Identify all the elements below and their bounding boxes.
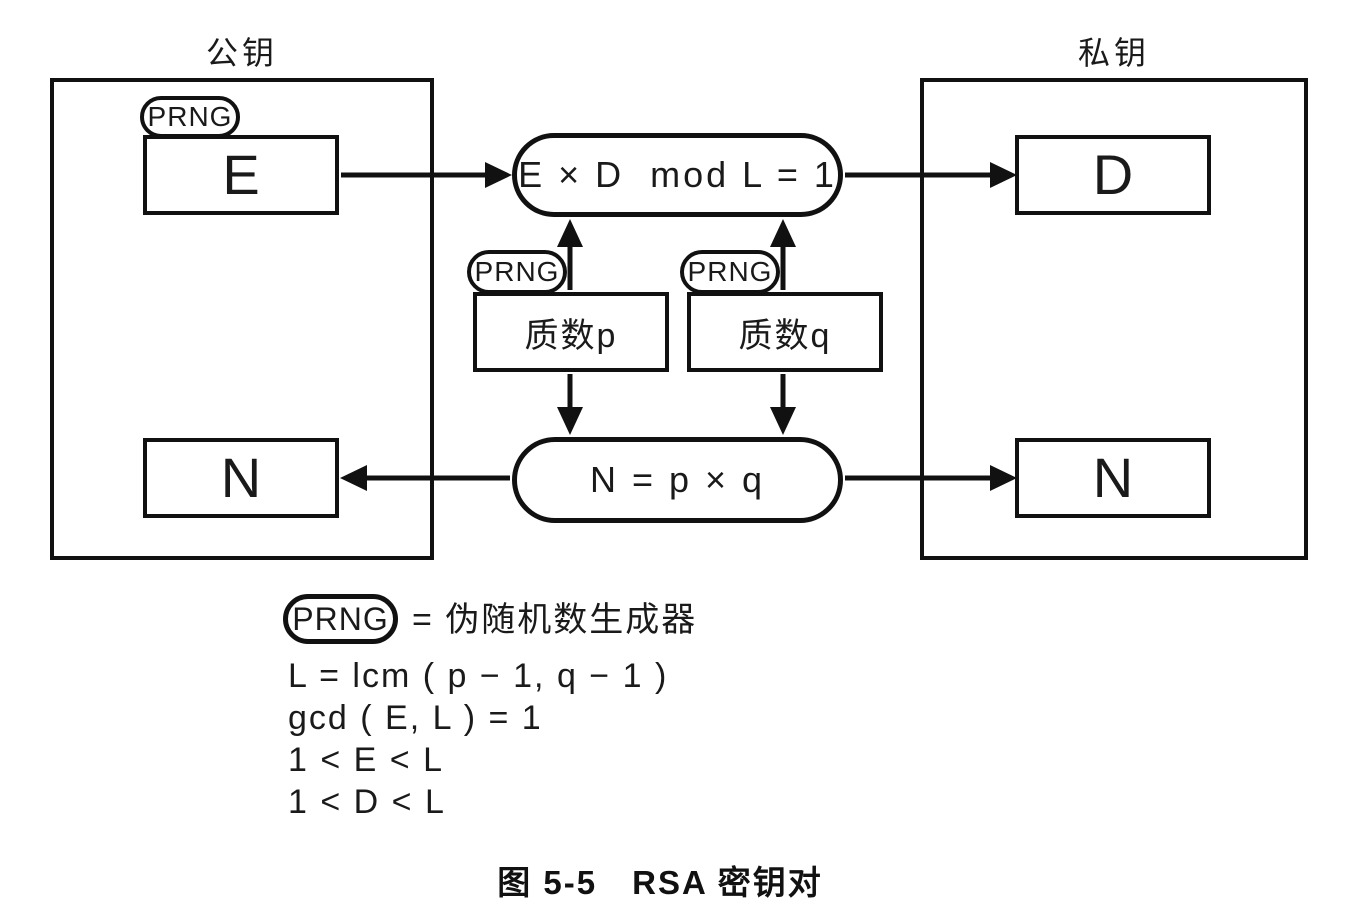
figure-caption: 图 5-5 RSA 密钥对: [497, 864, 823, 901]
prng-badge-q: PRNG: [680, 250, 780, 294]
legend-prng-definition: = 伪随机数生成器: [412, 601, 698, 639]
public-key-title: 公钥: [205, 35, 278, 71]
private-key-title: 私钥: [1077, 35, 1150, 71]
equation-exd-pill: E × D mod L = 1: [512, 133, 843, 217]
arrow-prime-q-down: [770, 374, 796, 435]
legend-line-lcm: L = lcm ( p − 1, q − 1 ): [288, 657, 669, 695]
prng-badge-p: PRNG: [467, 250, 567, 294]
public-n-label: N: [220, 446, 262, 509]
public-n-box: N: [143, 438, 339, 518]
equation-exd-text: E × D mod L = 1: [518, 154, 837, 195]
prng-badge-legend: PRNG: [283, 594, 398, 644]
private-d-box: D: [1015, 135, 1211, 215]
prime-p-box: 质数p: [473, 292, 669, 372]
equation-npq-pill: N = p × q: [512, 437, 843, 523]
prime-q-label: 质数q: [738, 316, 832, 355]
prime-q-box: 质数q: [687, 292, 883, 372]
private-n-box: N: [1015, 438, 1211, 518]
private-n-label: N: [1092, 446, 1134, 509]
public-e-label: E: [222, 143, 260, 206]
prng-badge-e: PRNG: [140, 96, 240, 138]
arrow-prime-p-down: [557, 374, 583, 435]
equation-npq-text: N = p × q: [589, 459, 766, 500]
legend-line-gcd: gcd ( E, L ) = 1: [288, 699, 543, 737]
private-d-label: D: [1092, 143, 1134, 206]
public-e-box: E: [143, 135, 339, 215]
legend-line-d-range: 1 < D < L: [288, 783, 446, 821]
prime-p-label: 质数p: [524, 316, 618, 355]
legend-line-e-range: 1 < E < L: [288, 741, 444, 779]
